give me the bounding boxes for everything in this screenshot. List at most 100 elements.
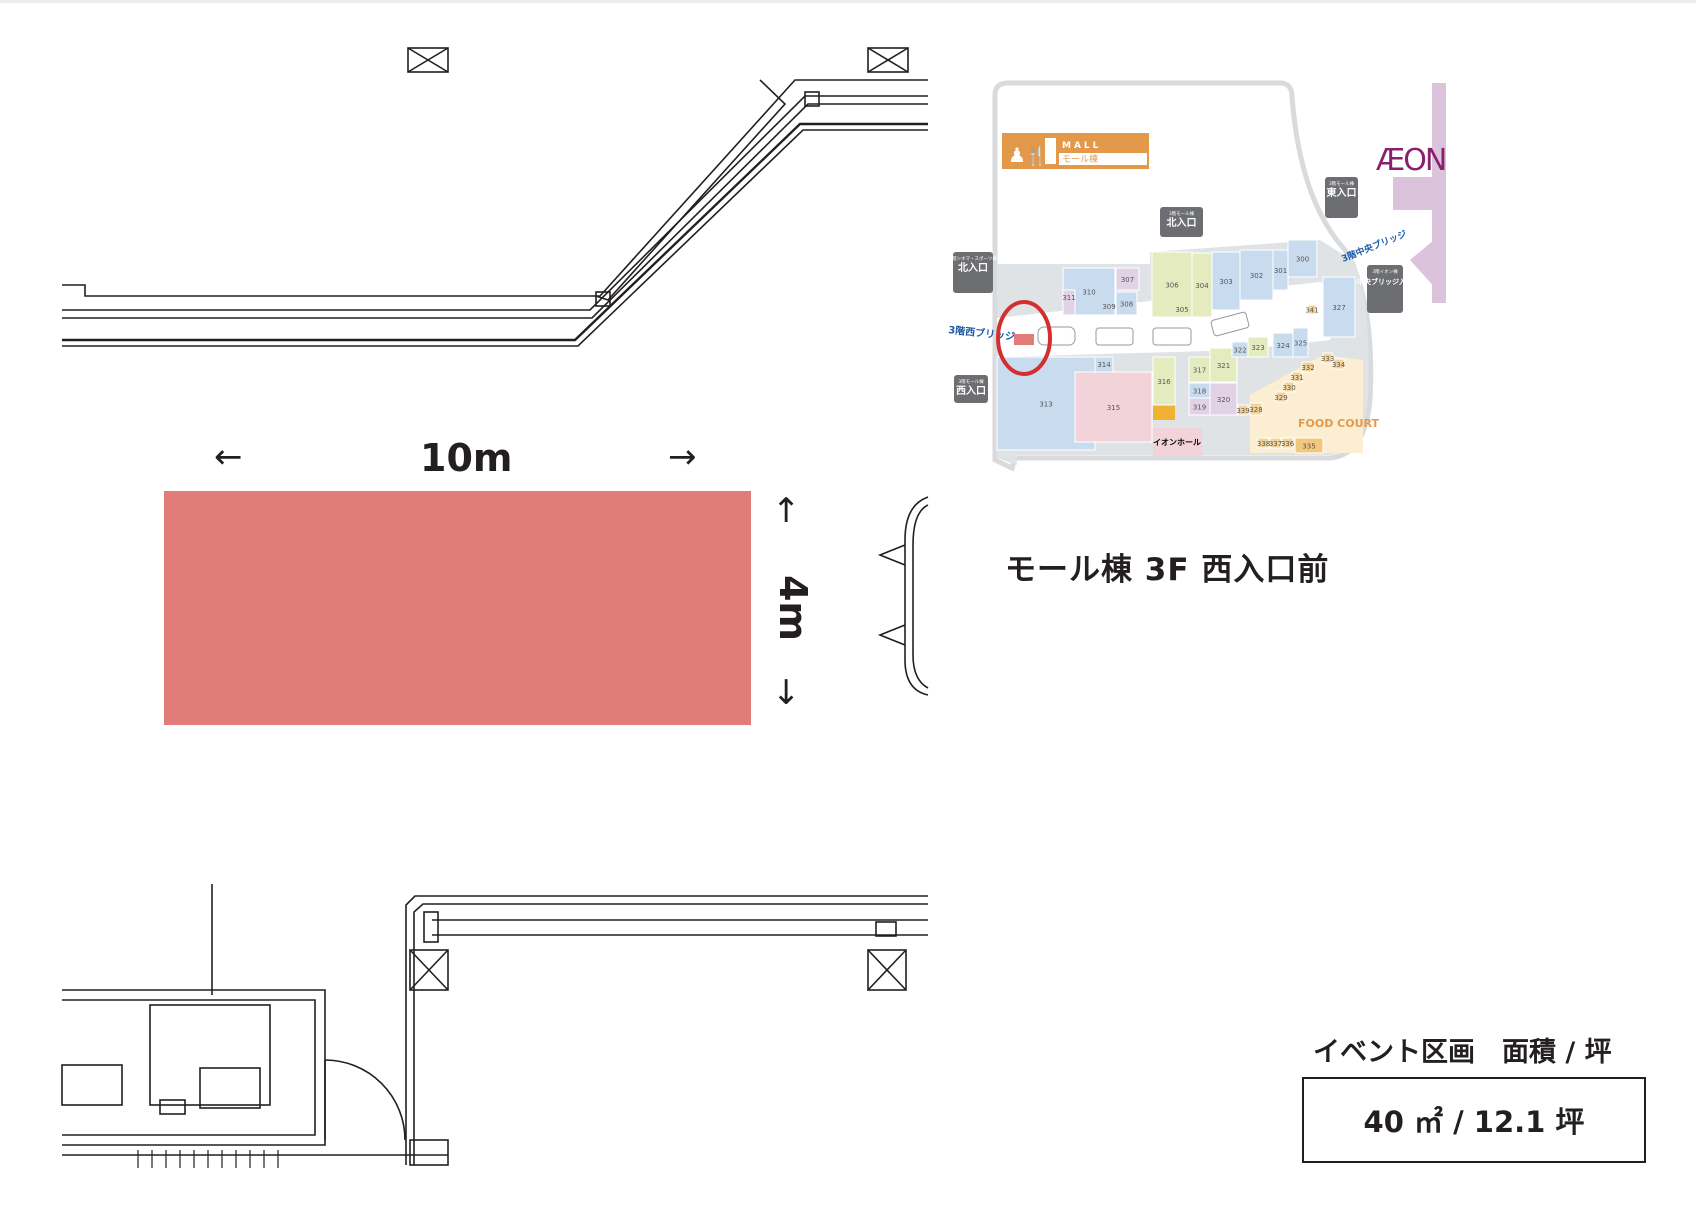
store-unit-number: 335 [1302,443,1315,451]
store-unit-306 [1151,251,1193,318]
arrow-down-icon: ↓ [772,673,801,713]
store-unit-number: 319 [1193,404,1206,412]
store-unit-number: 331 [1290,374,1303,382]
fashion-icon: ♟ [1008,143,1026,167]
arrow-up-icon: ↑ [772,491,801,531]
event-area-rectangle [164,491,751,725]
store-unit-number: 338 [1257,440,1270,448]
entrance-small-label: 3階モール棟 [958,378,984,385]
store-unit-number: 308 [1120,301,1133,309]
entrance-box [954,375,988,403]
entrance-small-label: 3階モール棟 [1169,210,1195,217]
event-location-marker [1014,334,1034,345]
store-unit-number: 304 [1195,282,1209,290]
entrance-box [1325,177,1358,218]
food-court-area [1250,355,1363,453]
store-unit-number: 302 [1250,272,1263,280]
store-unit-number: 311 [1062,294,1075,302]
store-unit-number: 300 [1296,256,1309,264]
store-unit-number: 337 [1269,440,1282,448]
store-unit-number: 321 [1217,362,1230,370]
store-unit-number: 315 [1107,404,1120,412]
store-unit-number: 325 [1294,340,1307,348]
store-unit-333 [1322,352,1333,364]
store-unit-number: 313 [1039,401,1052,409]
entrance-box [1367,265,1403,313]
arrow-left-icon: ← [214,437,243,477]
corridor-benches [1037,311,1250,346]
entrance-main-label: 西入口 [956,385,986,397]
store-unit-number: 317 [1193,367,1206,375]
store-unit-337 [1269,437,1282,449]
store-unit-335 [1294,437,1324,454]
store-unit-311 [1062,289,1076,316]
store-unit-303 [1211,251,1241,311]
entrance-small-label: 3階イオン棟 [1372,268,1398,275]
store-unit-number: 330 [1282,384,1295,392]
book-icon [1045,138,1056,164]
store-unit-330 [1283,381,1295,393]
store-unit-number: 303 [1219,278,1232,286]
store-unit-336 [1281,437,1294,449]
food-stand-block [1153,405,1175,420]
store-unit-number: 324 [1276,342,1290,350]
store-unit-341 [1307,304,1317,315]
store-unit-number: 322 [1233,347,1246,355]
store-unit-325 [1292,327,1309,358]
entrance-main-label: 東入口 [1327,186,1357,199]
area-caption: イベント区画 面積 / 坪 [1313,1037,1612,1068]
store-unit-number: 339 [1236,407,1249,415]
store-unit-number: 301 [1274,267,1287,275]
store-unit-number: 334 [1332,361,1346,369]
store-unit-332 [1301,361,1315,373]
entrance-box [953,252,993,293]
aeon-logo: ÆON [1376,143,1445,178]
store-unit-316 [1152,356,1176,406]
store-unit-number: 323 [1251,344,1264,352]
banner-mall-text: MALL [1062,141,1101,151]
area-value-box: 40 ㎡ / 12.1 坪 [1302,1077,1646,1163]
store-unit-334 [1332,358,1345,370]
store-unit-number: 318 [1193,388,1206,396]
store-unit-number: 333 [1321,355,1334,363]
store-unit-number: 310 [1082,289,1095,297]
upper-wall [62,79,928,347]
store-unit-number: 307 [1121,276,1134,284]
restaurant-icon: 🍴 [1025,145,1047,167]
store-unit-number: 316 [1157,378,1171,386]
store-unit-338 [1257,437,1270,449]
store-unit-number: 309 [1102,303,1115,311]
store-unit-339 [1237,404,1249,416]
entrance-labels: 3階シネマ・スポーツ棟北入口3階モール棟北入口3階モール棟東入口3階イオン棟中央… [949,177,1413,403]
width-dimension-label: 10m [420,436,513,480]
aeon-building: ÆON [1376,83,1447,303]
store-unit-300 [1287,239,1318,278]
column-markers [407,47,909,991]
store-unit-328 [1249,402,1263,416]
entrance-main-label: 中央ブリッジ入口 [1357,277,1413,286]
aeon-hall-block [1153,428,1202,456]
store-unit-331 [1291,371,1303,383]
entrance-main-label: 北入口 [958,261,988,274]
store-unit-number: 320 [1217,396,1230,404]
lower-wall [61,884,928,1168]
banner: MALL モール棟 ♟ 🍴 [1002,133,1149,169]
food-court-label: FOOD COURT [1298,417,1380,430]
area-value: 40 ㎡ / 12.1 坪 [1363,1105,1585,1139]
location-title: モール棟 3F 西入口前 [1005,552,1330,588]
store-unit-number: 305 [1175,306,1188,314]
store-unit-329 [1275,391,1287,403]
store-unit-number: 328 [1249,406,1262,414]
store-unit-number: 327 [1332,304,1345,312]
entrance-small-label: 3階シネマ・スポーツ棟 [949,255,997,262]
store-unit-308 [1115,291,1138,316]
store-unit-number: 314 [1097,361,1111,369]
store-unit-320 [1209,382,1238,416]
top-border [0,0,1696,3]
store-unit-number: 329 [1274,394,1287,402]
store-unit-307 [1115,267,1140,291]
store-unit-315 [1074,371,1153,443]
highlight-circle [996,300,1052,376]
entrance-box [1160,207,1203,237]
